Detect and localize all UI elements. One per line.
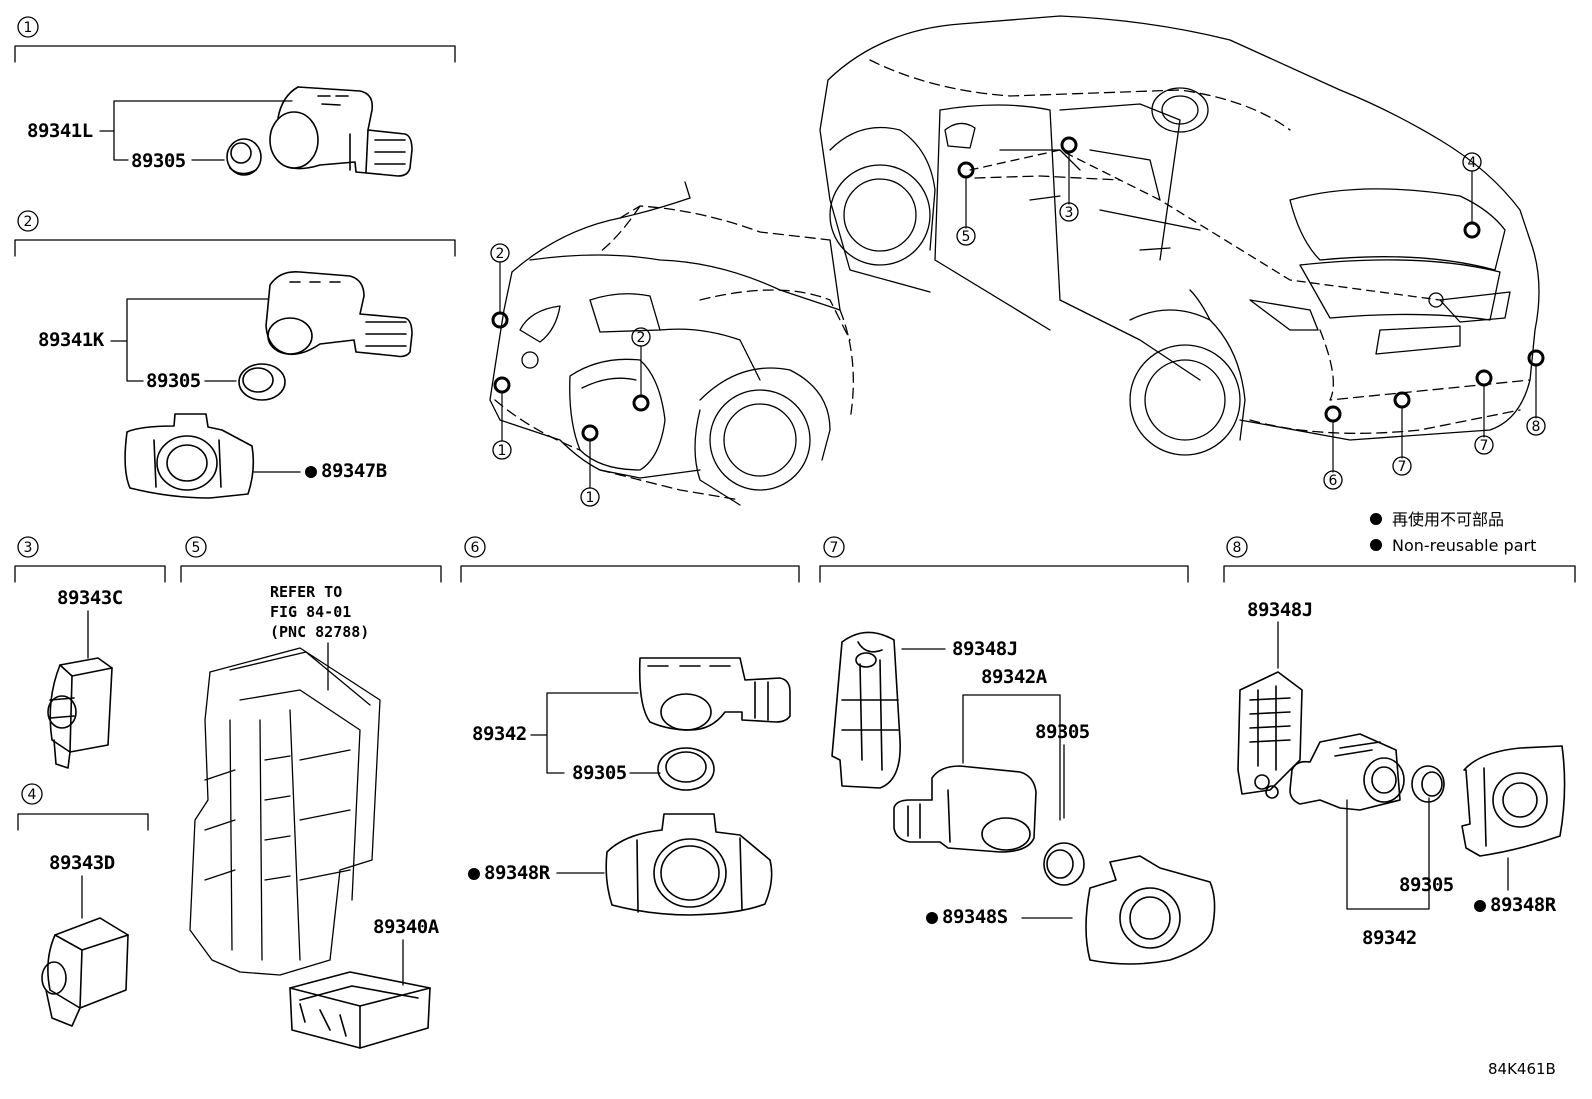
rear-callout-6: 6 (1329, 473, 1338, 489)
non-reusable-marker (468, 868, 480, 880)
refer-to-line3: (PNC 82788) (270, 623, 369, 641)
sensor-bezel-part (124, 413, 255, 499)
section-5-number: 5 (192, 540, 201, 556)
rear-callout-3: 3 (1065, 205, 1074, 221)
grommet-ring-part (1411, 765, 1445, 803)
rear-callout-7b: 7 (1480, 438, 1489, 454)
part-label-89348J-s7: 89348J (952, 638, 1018, 660)
section-3-number: 3 (24, 540, 33, 556)
rear-callout-5: 5 (962, 229, 971, 245)
section-6: 6 89342 89305 89348R (460, 536, 800, 916)
non-reusable-marker (305, 466, 317, 478)
part-label-89305-s7: 89305 (1035, 721, 1090, 743)
non-reusable-marker (926, 912, 938, 924)
front-callout-1a: 1 (498, 443, 507, 459)
part-label-89342-s8: 89342 (1362, 927, 1417, 949)
section-5: 5 REFER TO FIG 84-01 (PNC 82788) 89340A (180, 536, 442, 1049)
part-label-89341L: 89341L (27, 120, 93, 142)
front-car-illustration (489, 181, 854, 506)
bracket-part (1237, 671, 1303, 799)
section-2-number: 2 (24, 214, 33, 230)
rear-callout-8: 8 (1532, 419, 1541, 435)
ultrasonic-sensor-part (1289, 733, 1405, 811)
front-callout-1b: 1 (586, 490, 595, 506)
part-label-89342A: 89342A (981, 666, 1048, 688)
sensor-bezel-part (1461, 745, 1566, 857)
section-1-number: 1 (24, 20, 33, 36)
rear-car-illustration (819, 15, 1540, 456)
ultrasonic-sensor-part (265, 270, 413, 358)
section-7: 7 89348J 89342A 89305 89348S (819, 536, 1216, 965)
grommet-ring-part (1043, 842, 1085, 886)
rear-callouts: 5 3 4 6 7 7 8 (956, 136, 1546, 490)
section-4-number: 4 (28, 787, 37, 803)
grommet-ring-part (238, 363, 286, 401)
bracket-part (189, 647, 381, 976)
part-label-89305-s1: 89305 (131, 150, 186, 172)
sensor-bezel-part (1085, 855, 1216, 965)
part-label-89340A: 89340A (373, 916, 440, 938)
sensor-bezel-part (605, 813, 773, 916)
part-label-89343C: 89343C (57, 587, 123, 609)
part-label-89347B: 89347B (321, 460, 387, 482)
control-module-part (289, 971, 431, 1049)
refer-to-line1: REFER TO (270, 583, 342, 601)
part-label-89342-s6: 89342 (472, 723, 527, 745)
sensor-module-part (47, 657, 113, 769)
ultrasonic-sensor-part (269, 86, 413, 177)
part-label-89305-s8: 89305 (1399, 874, 1454, 896)
section-8-number: 8 (1233, 540, 1242, 556)
section-2: 2 89341K 89305 89347B (14, 210, 456, 499)
part-label-89348R-s6: 89348R (484, 862, 551, 884)
section-7-number: 7 (830, 540, 839, 556)
section-6-number: 6 (471, 540, 480, 556)
legend-japanese: 再使用不可部品 (1392, 510, 1504, 529)
bracket-part (831, 631, 901, 789)
front-callout-2b: 2 (637, 330, 646, 346)
part-label-89348R-s8: 89348R (1490, 894, 1557, 916)
section-8: 8 89348J 89305 89348R 89342 (1223, 536, 1576, 949)
refer-to-line2: FIG 84-01 (270, 603, 351, 621)
grommet-ring-part (657, 747, 715, 791)
diagram-code: 84K461B (1488, 1060, 1556, 1078)
section-1: 1 89341L 89305 (14, 16, 456, 177)
front-callout-2a: 2 (496, 246, 505, 262)
part-label-89341K: 89341K (38, 329, 105, 351)
section-4: 4 89343D (17, 783, 149, 1027)
grommet-ring-part (226, 138, 262, 176)
sensor-module-part (41, 917, 129, 1027)
rear-callout-7a: 7 (1398, 459, 1407, 475)
ultrasonic-sensor-part (893, 765, 1037, 853)
legend-non-reusable: Non-reusable part (1392, 536, 1536, 555)
legend: 再使用不可部品 Non-reusable part (1370, 510, 1536, 555)
rear-callout-4: 4 (1468, 155, 1477, 171)
front-callouts: 2 2 1 1 (490, 243, 651, 507)
part-label-89343D: 89343D (49, 852, 115, 874)
ultrasonic-sensor-part (638, 657, 791, 731)
non-reusable-marker (1474, 900, 1486, 912)
part-label-89348S: 89348S (942, 906, 1008, 928)
section-3: 3 89343C (14, 536, 166, 769)
part-label-89348J-s8: 89348J (1247, 599, 1313, 621)
part-label-89305-s6: 89305 (572, 762, 627, 784)
part-label-89305-s2: 89305 (146, 370, 201, 392)
